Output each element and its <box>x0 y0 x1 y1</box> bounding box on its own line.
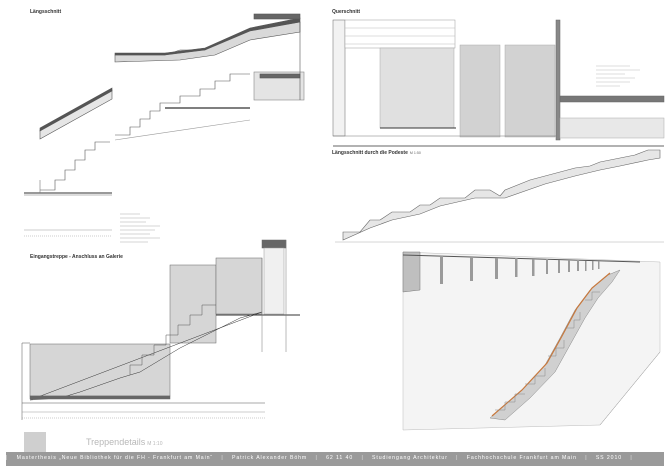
footer-separator: | <box>361 455 364 461</box>
laengsschnitt-drawing <box>24 13 305 243</box>
perspective-drawing <box>402 251 661 431</box>
section-scale: M 1:50 <box>409 151 421 155</box>
footer-semester: SS 2010 <box>595 455 623 461</box>
podeste-drawing <box>335 149 664 243</box>
footer-author: Patrick Alexander Böhm <box>231 455 308 461</box>
section-title-text: Querschnitt <box>332 9 361 15</box>
plate-swatch <box>24 432 46 452</box>
section-title-text: Längsschnitt durch die Podeste <box>332 150 408 156</box>
footer-separator: | <box>630 455 633 461</box>
footer-bar <box>6 452 664 466</box>
footer-university: Fachhochschule Frankfurt am Main <box>466 455 577 461</box>
footer-thesis: Masterthesis „Neue Bibliothek für die FH… <box>16 455 214 461</box>
plate-title-text: Treppendetails <box>86 437 146 447</box>
footer-separator: | <box>585 455 588 461</box>
footer-program: Studiengang Architektur <box>372 455 448 461</box>
footer-separator: | <box>315 455 318 461</box>
plate-scale: M 1:10 <box>147 441 163 447</box>
footer-separator: | <box>221 455 224 461</box>
footer-student-id: 62 11 40 <box>326 455 354 461</box>
querschnitt-drawing <box>332 19 665 147</box>
section-title-text: Eingangstreppe - Anschluss an Galerie <box>30 254 123 260</box>
footer-separator: | <box>6 455 9 461</box>
footer: | Masterthesis „Neue Bibliothek für die … <box>6 455 664 461</box>
section-title-laengsschnitt: Längsschnitt <box>30 9 61 15</box>
section-title-eingangstreppe: Eingangstreppe - Anschluss an Galerie <box>30 254 123 260</box>
footer-separator: | <box>456 455 459 461</box>
section-title-text: Längsschnitt <box>30 9 62 15</box>
eingangstreppe-drawing <box>21 239 300 420</box>
section-title-querschnitt: Querschnitt <box>332 9 360 15</box>
